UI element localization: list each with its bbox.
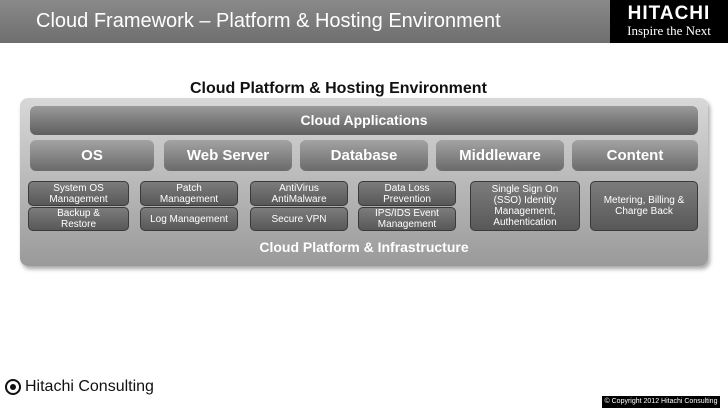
hitachi-logo: HITACHI Inspire the Next (610, 0, 728, 43)
logo-tagline: Inspire the Next (610, 23, 728, 39)
layer-database: Database (300, 140, 428, 171)
slide-title: Cloud Framework – Platform & Hosting Env… (36, 10, 501, 32)
logo-tagline-text: Inspire the Next (627, 23, 711, 38)
hitachi-consulting-mark-icon (5, 379, 21, 395)
service-ips-ids: IPS/IDS Event Management (358, 207, 456, 231)
service-log-management: Log Management (140, 207, 238, 231)
cloud-applications-bar: Cloud Applications (30, 106, 698, 135)
service-system-os-management: System OS Management (28, 181, 129, 206)
layer-content: Content (572, 140, 698, 171)
diagram-title: Cloud Platform & Hosting Environment (190, 80, 487, 97)
service-sso: Single Sign On (SSO) Identity Management… (470, 181, 580, 231)
service-metering-billing: Metering, Billing & Charge Back (590, 181, 698, 231)
service-data-loss-prevention: Data Loss Prevention (358, 181, 456, 206)
layer-middleware: Middleware (436, 140, 564, 171)
header-bar: Cloud Framework – Platform & Hosting Env… (0, 0, 728, 43)
layer-web-server: Web Server (164, 140, 292, 171)
hitachi-consulting-logo: Hitachi Consulting (5, 377, 154, 397)
platform-label: Cloud Platform & Infrastructure (259, 239, 469, 255)
logo-brand: HITACHI (627, 3, 711, 24)
service-secure-vpn: Secure VPN (250, 207, 348, 231)
service-backup-restore: Backup & Restore (28, 207, 129, 231)
copyright-notice: © Copyright 2012 Hitachi Consulting (602, 396, 720, 408)
footer-logo-text: Hitachi Consulting (25, 378, 154, 395)
layer-os: OS (30, 140, 154, 171)
service-patch-management: Patch Management (140, 181, 238, 206)
service-antivirus: AntiVirus AntiMalware (250, 181, 348, 206)
